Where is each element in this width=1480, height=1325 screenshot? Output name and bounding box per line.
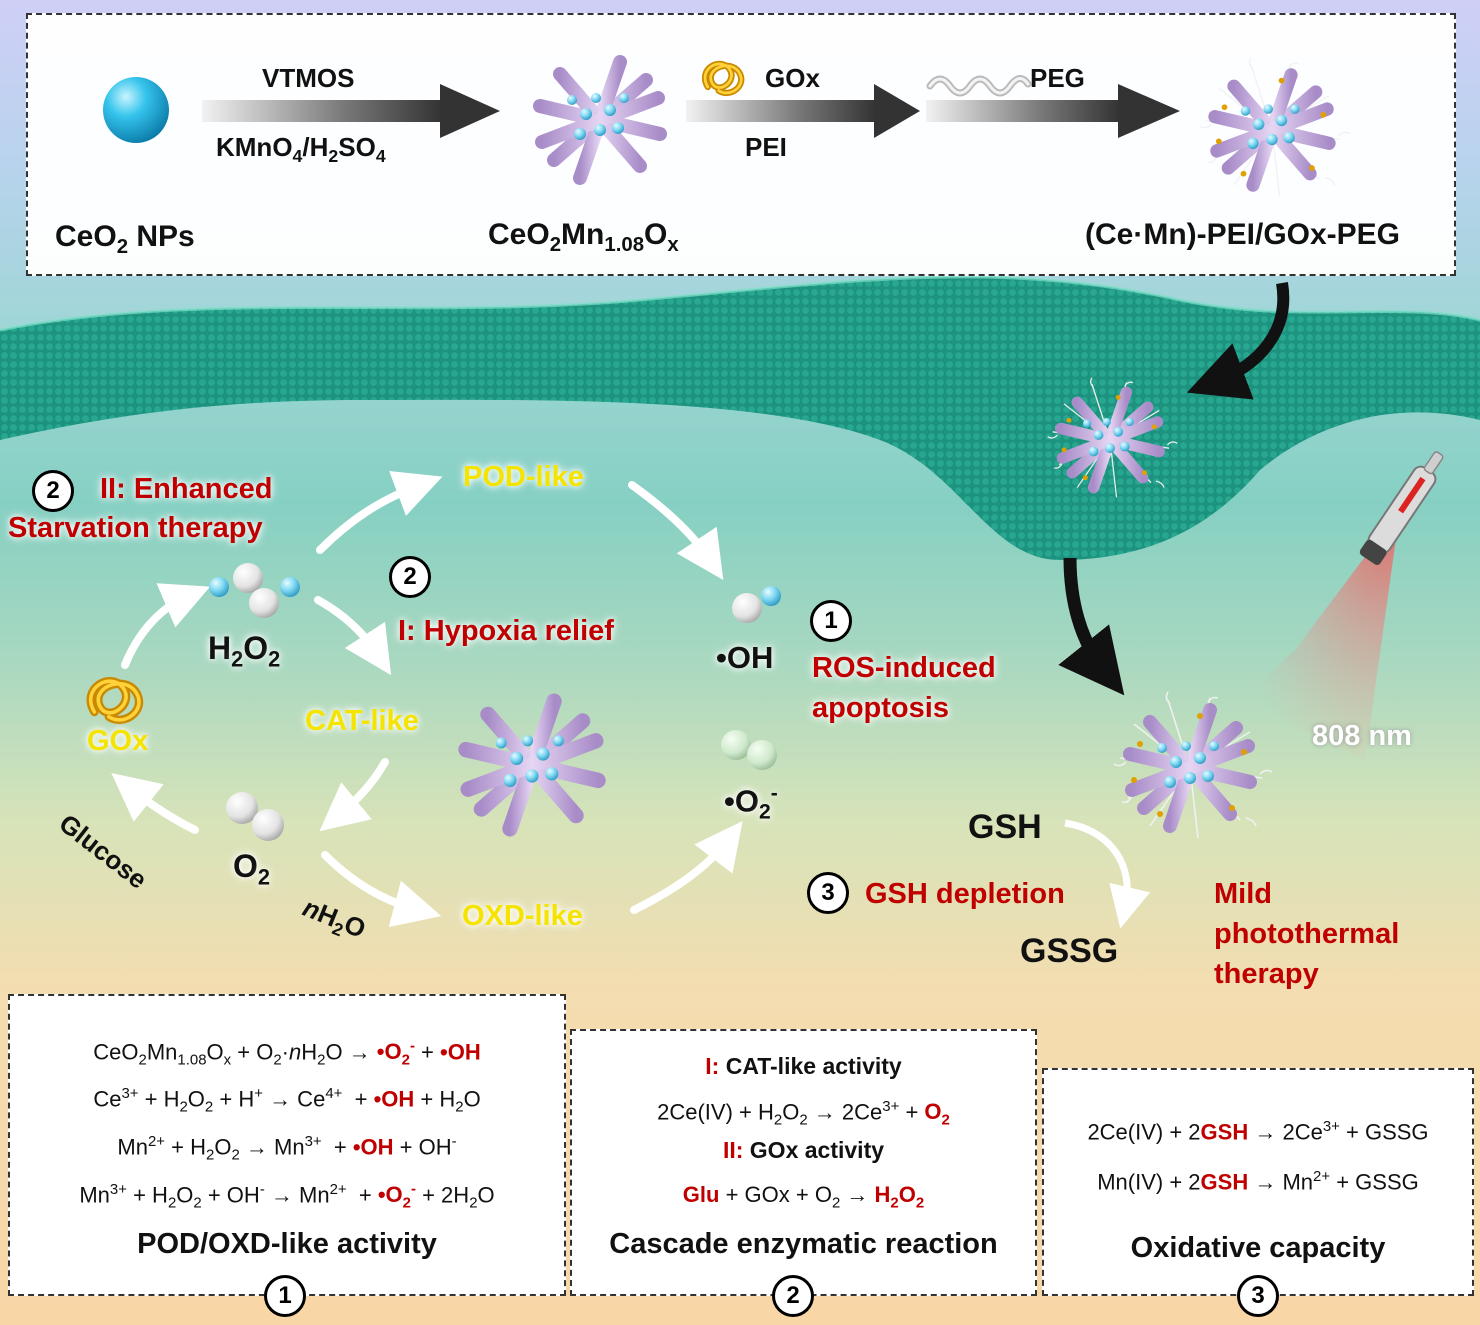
pod-eq-1: CeO2Mn1.08Ox + O2·nH2O → •O2- + •OH bbox=[93, 1038, 481, 1069]
synthesis-graphics bbox=[103, 0, 1480, 290]
cascade-heading-2: II: GOx activity bbox=[722, 1137, 885, 1163]
ceo2-nps-label: CeO2 NPs bbox=[55, 220, 195, 258]
step-2-badge-b: 2 bbox=[389, 556, 431, 598]
h2o2-label: H2O2 bbox=[208, 630, 281, 672]
ros-label: ROS-induced bbox=[812, 652, 996, 684]
cascade-eq-2: Glu + GOx + O2 → H2O2 bbox=[682, 1182, 925, 1212]
panel-2-badge: 2 bbox=[772, 1275, 814, 1317]
starvation-label: Starvation therapy bbox=[8, 512, 263, 544]
cascade-heading-1: I: CAT-like activity bbox=[705, 1053, 902, 1079]
pod-oxd-panel: CeO2Mn1.08Ox + O2·nH2O → •O2- + •OH Ce3+… bbox=[8, 994, 566, 1296]
cascade-panel: I: CAT-like activity 2Ce(IV) + H2O2 → 2C… bbox=[570, 1029, 1037, 1296]
gox-cycle-label: GOx bbox=[87, 725, 149, 757]
arrow1-top-label: VTMOS bbox=[262, 63, 355, 93]
apoptosis-label: apoptosis bbox=[812, 692, 949, 724]
arrow1-bottom-label: KMnO4/H2SO4 bbox=[216, 132, 386, 167]
oxid-eq-2: Mn(IV) + 2GSH → Mn2+ + GSSG bbox=[1097, 1168, 1419, 1195]
pod-oxd-title: POD/OXD-like activity bbox=[137, 1228, 437, 1260]
gsh-label: GSH bbox=[968, 808, 1042, 846]
step-2-badge-a: 2 bbox=[32, 470, 74, 512]
oxidative-title: Oxidative capacity bbox=[1130, 1232, 1386, 1264]
hypoxia-relief-label: I: Hypoxia relief bbox=[398, 615, 614, 647]
cascade-eq-1: 2Ce(IV) + H2O2 → 2Ce3+ + O2 bbox=[657, 1098, 950, 1129]
therapy-label: therapy bbox=[1214, 958, 1319, 990]
panel-3-badge: 3 bbox=[1237, 1275, 1279, 1317]
cascade-title: Cascade enzymatic reaction bbox=[609, 1228, 998, 1260]
pod-eq-3: Mn2+ + H2O2 → Mn3+ + •OH + OH- bbox=[117, 1133, 457, 1164]
laser-wavelength-label: 808 nm bbox=[1312, 720, 1412, 752]
panel-1-badge: 1 bbox=[264, 1275, 306, 1317]
oxd-like-label: OXD-like bbox=[462, 900, 583, 932]
oxid-eq-1: 2Ce(IV) + 2GSH → 2Ce3+ + GSSG bbox=[1087, 1118, 1429, 1145]
oxidative-panel: 2Ce(IV) + 2GSH → 2Ce3+ + GSSG Mn(IV) + 2… bbox=[1042, 1068, 1474, 1296]
pod-eq-4: Mn3+ + H2O2 + OH- → Mn2+ + •O2- + 2H2O bbox=[79, 1181, 495, 1212]
arrow2-top-label: GOx bbox=[765, 63, 820, 93]
o2-label: O2 bbox=[233, 848, 270, 890]
enhanced-label: II: Enhanced bbox=[100, 473, 273, 505]
hydroxyl-radical-label: •OH bbox=[716, 640, 774, 675]
arrow3-top-label: PEG bbox=[1030, 63, 1085, 93]
pod-eq-2: Ce3+ + H2O2 + H+ → Ce4+ + •OH + H2O bbox=[93, 1085, 481, 1116]
step-3-badge: 3 bbox=[807, 872, 849, 914]
mild-label: Mild bbox=[1214, 878, 1272, 910]
cat-like-label: CAT-like bbox=[305, 705, 419, 737]
pod-like-label: POD-like bbox=[463, 461, 584, 493]
final-nanozyme-label: (Ce·Mn)-PEI/GOx-PEG bbox=[1085, 218, 1401, 251]
photothermal-label: photothermal bbox=[1214, 918, 1400, 950]
gsh-depletion-label: GSH depletion bbox=[865, 878, 1065, 910]
gssg-label: GSSG bbox=[1020, 932, 1119, 970]
superoxide-label: •O2- bbox=[724, 782, 778, 824]
ceo2mn-label: CeO2Mn1.08Ox bbox=[488, 218, 679, 256]
arrow2-bottom-label: PEI bbox=[745, 132, 787, 162]
step-1-badge: 1 bbox=[810, 600, 852, 642]
